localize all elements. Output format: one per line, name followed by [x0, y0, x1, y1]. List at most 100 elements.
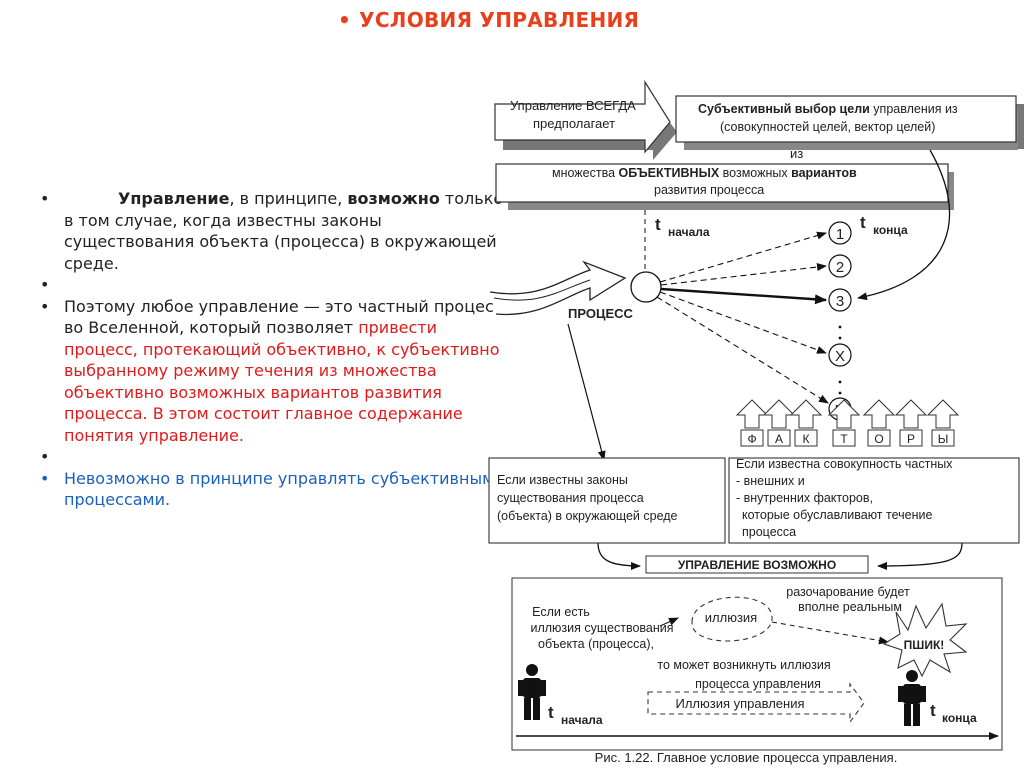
factor-f-label: Ф — [747, 432, 756, 446]
bullet-item-empty-1: • — [38, 274, 508, 296]
factor-y: Ы — [926, 399, 960, 447]
choice-rest: управления из — [870, 102, 958, 116]
factor-o-label: О — [874, 432, 883, 446]
outcome-1-label: 1 — [836, 226, 844, 243]
factor-y-label: Ы — [938, 432, 949, 446]
bullet-2-red-text: привести процесс, протекающий объективно… — [64, 318, 500, 445]
person-start-icon — [518, 664, 546, 720]
always-implies-line-1: Управление ВСЕГДА — [510, 98, 636, 113]
bottom-t-start-t: t — [548, 703, 554, 722]
set-pre: множества — [552, 166, 619, 180]
bullet-1-bold-1: Управление — [118, 189, 230, 208]
figure-caption: Рис. 1.22. Главное условие процесса упра… — [595, 750, 898, 765]
pshik-burst — [882, 602, 968, 678]
bullet-item-1: • Управление, в принципе, возможно тольк… — [38, 188, 508, 274]
bullet-dot: • — [40, 275, 50, 294]
factor-r: Р — [894, 399, 928, 447]
factors-line-3: - внутренних факторов, — [736, 491, 873, 505]
title-text: УСЛОВИЯ УПРАВЛЕНИЯ — [359, 8, 640, 32]
person-end-icon — [898, 670, 926, 726]
management-possible-label: УПРАВЛЕНИЕ ВОЗМОЖНО — [678, 558, 836, 572]
bottom-t-end-sub: конца — [942, 711, 977, 725]
arrow-to-illusion — [659, 617, 679, 627]
bullet-item-2: • Поэтому любое управление — это частный… — [38, 296, 508, 447]
title-bullet: • — [338, 8, 352, 32]
management-diagram: Управление ВСЕГДА предполагает Субъектив… — [488, 79, 1024, 765]
bullet-item-empty-2: • — [38, 446, 508, 468]
t-end-sub: конца — [873, 223, 908, 237]
may-arise-line-1: то может возникнуть иллюзия — [657, 658, 830, 672]
illusion-frame: Если есть иллюзия существования объекта … — [511, 577, 1003, 751]
illusion-cloud — [691, 596, 773, 642]
illusion-text-2: иллюзия существования — [530, 621, 673, 635]
t-start-sub: начала — [668, 225, 710, 239]
set-bold-2: вариантов — [791, 166, 857, 180]
outcome-x-label: X — [835, 348, 845, 365]
outcome-3-label: 3 — [836, 293, 844, 310]
factor-k-label: К — [803, 432, 810, 446]
set-bold-1: ОБЪЕКТИВНЫХ — [619, 166, 720, 180]
bottom-t-start-sub: начала — [561, 713, 603, 727]
bullet-dot: • — [40, 468, 50, 488]
laws-box: Если известны законы существования проце… — [488, 457, 726, 544]
disappointment-line-2: вполне реальным — [798, 600, 902, 614]
choice-to-outcome-arrow — [857, 149, 951, 301]
bullet-3-blue-text: Невозможно в принципе управлять субъекти… — [64, 468, 505, 510]
factor-r-label: Р — [907, 432, 915, 446]
set-line-1: множества ОБЪЕКТИВНЫХ возможных варианто… — [552, 166, 857, 180]
bullet-1-text-2: только в том случае, когда известны зако… — [64, 189, 504, 273]
illusion-text-3: объекта (процесса), — [538, 637, 654, 651]
laws-line-3: (объекта) в окружающей среде — [497, 509, 678, 523]
factor-t: Т — [827, 399, 861, 447]
disappointment-line-1: разочарование будет — [786, 585, 910, 599]
arrow-to-outcome-1 — [659, 231, 827, 283]
factors-line-5: процесса — [742, 525, 796, 539]
illusion-to-pshik-arrow — [771, 621, 889, 645]
bullet-dot: • — [40, 447, 50, 466]
outcome-2: 2 — [828, 254, 852, 278]
factor-f: Ф — [735, 399, 769, 447]
bullet-item-3: • Невозможно в принципе управлять субъек… — [38, 468, 508, 511]
arrow-to-outcome-3 — [660, 287, 827, 305]
ellipsis-dot — [838, 325, 842, 329]
bullet-list: • Управление, в принципе, возможно тольк… — [38, 188, 508, 511]
always-implies-line-2: предполагает — [533, 116, 615, 131]
may-arise-line-2: процесса управления — [695, 677, 821, 691]
factors-line-2: - внешних и — [736, 474, 805, 488]
ellipsis-dot — [838, 391, 842, 395]
arrow-to-outcome-2 — [660, 263, 827, 286]
outcome-x: X — [828, 343, 852, 367]
process-label: ПРОЦЕСС — [568, 306, 634, 321]
arrow-to-outcome-x — [659, 291, 827, 354]
illusion-of-management-label: Иллюзия управления — [675, 696, 804, 711]
process-swoosh-inner — [493, 279, 591, 301]
process-node — [630, 271, 662, 303]
factor-a-label: А — [775, 432, 783, 446]
choice-line-1: Субъективный выбор цели управления из — [698, 102, 958, 116]
factor-t-label: Т — [840, 432, 848, 446]
choice-bold: Субъективный выбор цели — [698, 102, 870, 116]
illusion-cloud-label: иллюзия — [705, 610, 757, 625]
t-start-t: t — [655, 215, 661, 234]
factor-arrows: Ф А К Т О Р Ы — [735, 399, 960, 447]
process-swoosh-arrow — [489, 260, 627, 316]
factor-a: А — [762, 399, 796, 447]
bullet-dot: • — [40, 189, 50, 208]
t-end-t: t — [860, 213, 866, 232]
laws-to-possible-arrow — [597, 542, 641, 570]
objective-set-box: множества ОБЪЕКТИВНЫХ возможных варианто… — [495, 163, 954, 210]
always-implies-arrow: Управление ВСЕГДА предполагает — [494, 79, 677, 160]
bullet-1-bold-2: возможно — [347, 189, 440, 208]
factors-box: Если известна совокупность частных - вне… — [728, 457, 1020, 544]
factor-k: К — [789, 399, 823, 447]
bullet-1-text-1: , в принципе, — [229, 189, 348, 208]
ellipsis-dot — [838, 336, 842, 340]
factors-to-possible-arrow — [877, 542, 963, 570]
outcome-1: 1 — [828, 221, 852, 245]
process-to-laws-arrow — [567, 323, 606, 461]
illusion-text-1: Если есть — [532, 605, 590, 619]
iz-label: из — [790, 146, 803, 161]
pshik-label: ПШИК! — [904, 638, 945, 652]
factors-line-1: Если известна совокупность частных — [736, 457, 953, 471]
bullet-dot: • — [40, 296, 50, 316]
